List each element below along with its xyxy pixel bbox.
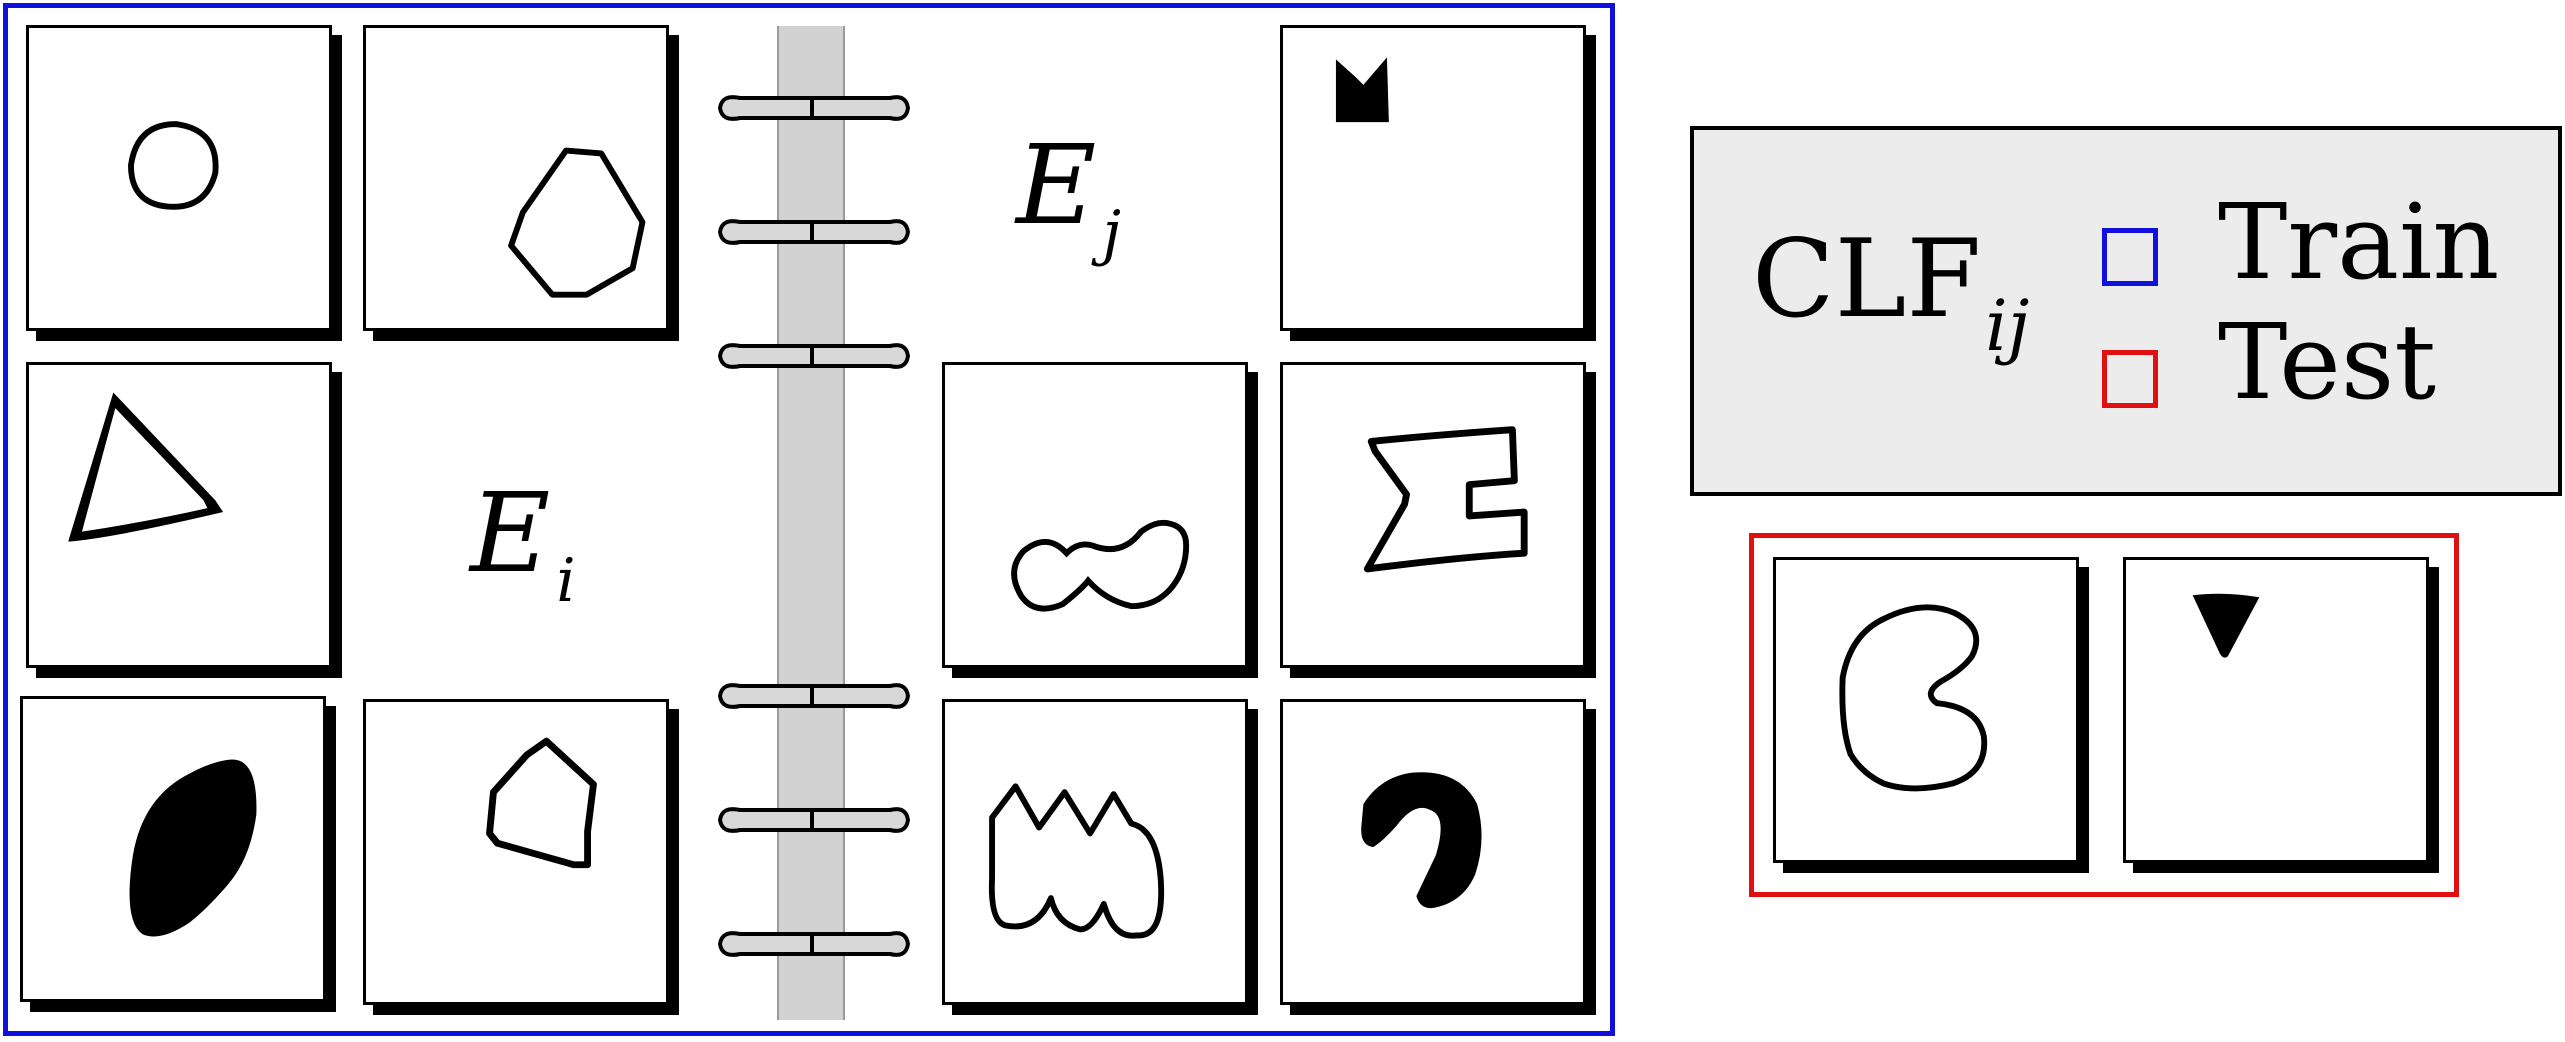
env-j-main: E	[1016, 121, 1097, 249]
env-i-main: E	[470, 469, 551, 597]
circle-shape	[128, 121, 219, 210]
pentagon-shape	[486, 737, 597, 869]
test-legend-label: Test	[2218, 301, 2437, 423]
hexagon-shape	[508, 147, 646, 298]
card-kidney	[1773, 557, 2079, 863]
classifier-sub: ij	[1985, 285, 2030, 367]
filled-oval-shape	[129, 759, 257, 937]
card-sigma	[1280, 362, 1586, 668]
card-filled-triangle	[2123, 557, 2429, 863]
card-filled-notch	[1280, 25, 1586, 331]
binder-ring-3	[717, 343, 911, 369]
filled-notch-shape	[1335, 57, 1389, 123]
binder-ring-5	[717, 807, 911, 833]
binder-ring-2	[717, 219, 911, 245]
train-legend-label: Train	[2218, 181, 2500, 303]
train-swatch	[2102, 228, 2158, 286]
sigma-shape	[1363, 426, 1528, 573]
legend-box: CLFij Train Test	[1690, 126, 2562, 496]
test-split-frame	[1749, 533, 2459, 897]
card-filled-oval	[20, 696, 326, 1002]
binder-spine	[777, 26, 845, 1020]
filled-hook-shape	[1361, 772, 1482, 909]
binder-ring-6	[717, 931, 911, 957]
card-filled-hook	[1280, 699, 1586, 1005]
card-infinity	[942, 362, 1248, 668]
classifier-main: CLF	[1752, 217, 1982, 342]
test-swatch	[2102, 350, 2158, 408]
binder-ring-1	[717, 95, 911, 121]
filled-triangle-shape	[2192, 593, 2260, 658]
classifier-label: CLFij	[1752, 226, 2029, 362]
card-pentagon	[363, 699, 669, 1005]
infinity-shape	[1011, 519, 1190, 612]
train-split-frame	[3, 3, 1615, 1036]
card-circle	[26, 25, 332, 331]
wave-cup-shape	[988, 783, 1165, 939]
env-j-sub: j	[1102, 198, 1121, 268]
binder-rings	[717, 95, 911, 957]
triangle-shape	[68, 392, 224, 542]
kidney-shape	[1839, 604, 1988, 792]
card-triangle	[26, 362, 332, 668]
card-hexagon	[363, 25, 669, 331]
binder-ring-4	[717, 683, 911, 709]
card-wave-cup	[942, 699, 1248, 1005]
env-i-sub: i	[556, 546, 576, 616]
